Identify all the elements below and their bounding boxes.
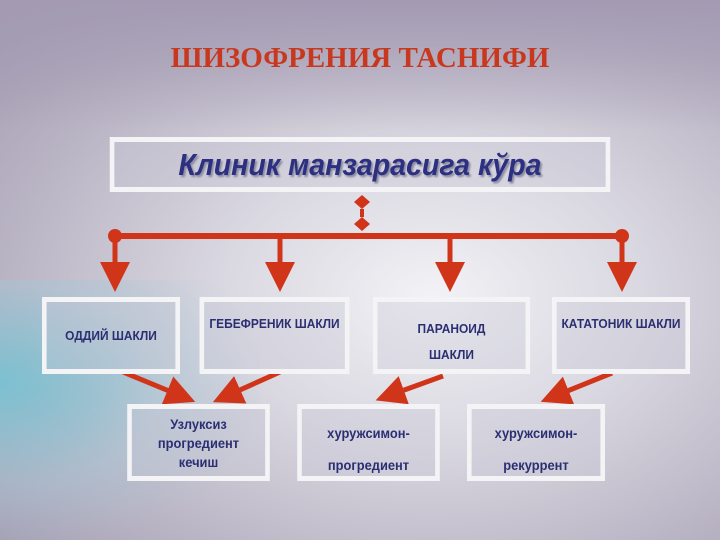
- form-box-catatonic: КАТАТОНИК ШАКЛИ: [552, 297, 690, 374]
- background-shade: [0, 0, 720, 130]
- course-label: хуружсимон-: [494, 425, 578, 441]
- course-label: Узлуксиз: [170, 416, 227, 432]
- form-box-simple: ОДДИЙ ШАКЛИ: [42, 297, 180, 374]
- form-box-paranoid: ПАРАНОИД ШАКЛИ: [372, 297, 531, 374]
- course-box-continuous: Узлуксиз прогредиент кечиш: [127, 404, 270, 481]
- course-label: прогредиент: [327, 457, 410, 473]
- course-box-shift-progredient: хуружсимон-прогредиент: [297, 404, 440, 481]
- form-box-hebephrenic: ГЕБЕФРЕНИК ШАКЛИ: [199, 297, 350, 374]
- form-label: ПАРАНОИД: [417, 321, 486, 336]
- form-label: ОДДИЙ ШАКЛИ: [65, 328, 157, 343]
- course-label: кечиш: [178, 454, 219, 470]
- form-label: ГЕБЕФРЕНИК ШАКЛИ: [209, 316, 340, 331]
- course-label: прогредиент: [157, 435, 240, 451]
- course-box-shift-recurrent: хуружсимон-рекуррент: [467, 404, 605, 481]
- main-criterion-text: Клиник манзарасига кўра: [178, 146, 542, 182]
- form-label: ШАКЛИ: [429, 347, 474, 362]
- main-criterion-box: Клиник манзарасига кўра: [109, 137, 611, 192]
- course-label: рекуррент: [503, 457, 569, 473]
- course-label: хуружсимон-: [327, 425, 410, 441]
- form-label: КАТАТОНИК ШАКЛИ: [561, 316, 681, 331]
- slide-title: ШИЗОФРЕНИЯ ТАСНИФИ: [170, 42, 550, 74]
- diamond-connector: [354, 195, 370, 231]
